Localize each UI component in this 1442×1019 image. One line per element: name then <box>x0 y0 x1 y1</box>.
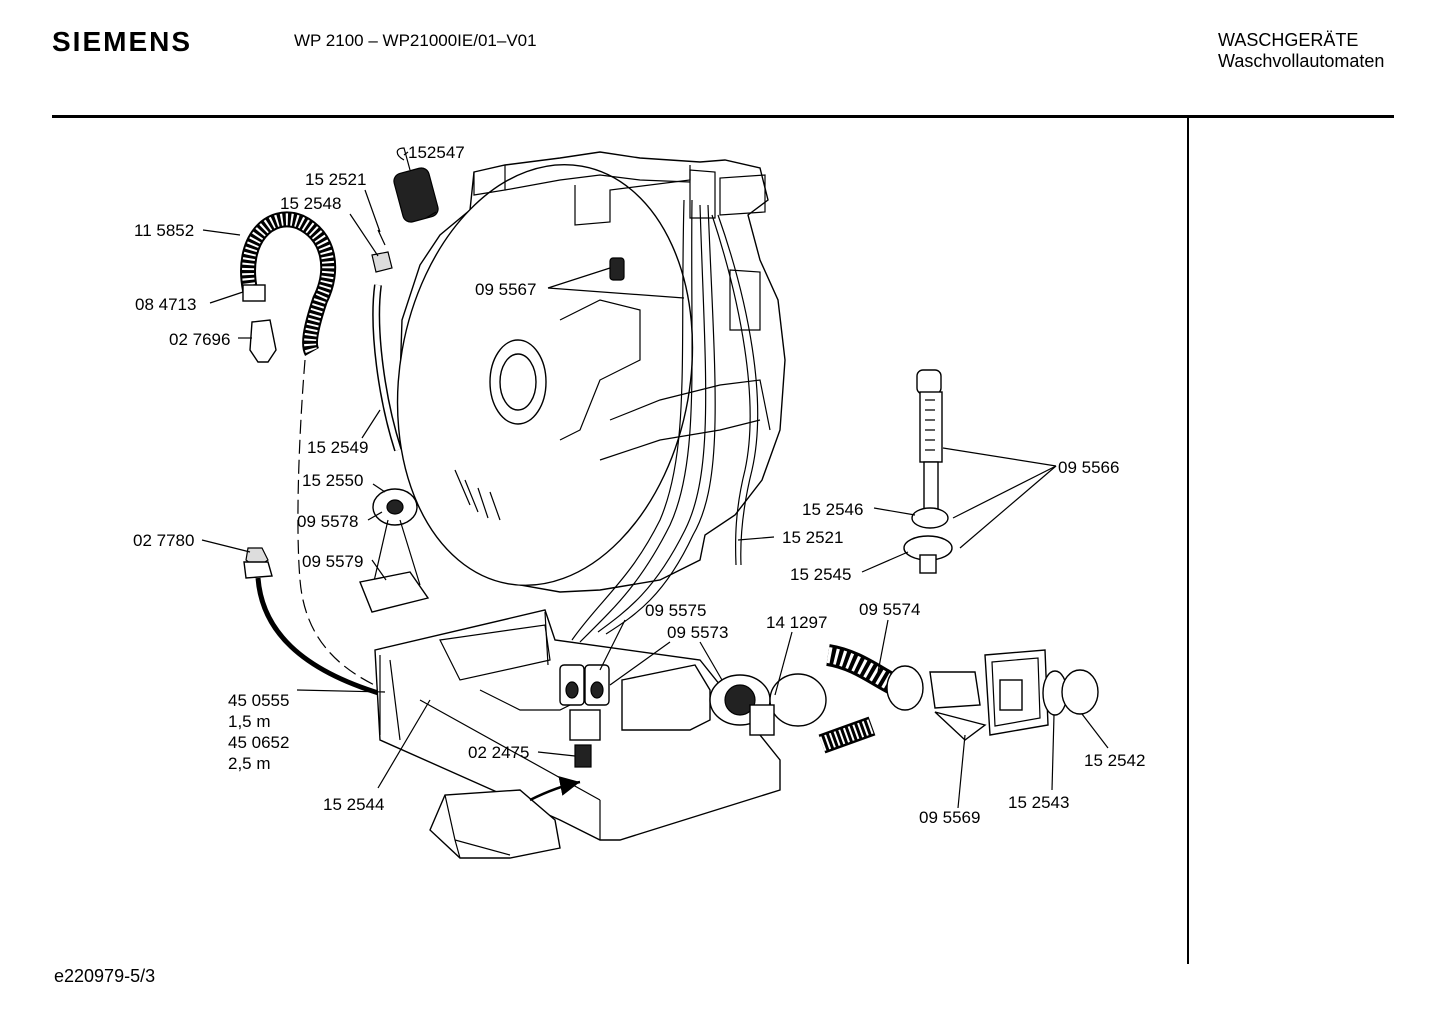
inlet-valves <box>559 664 610 768</box>
label-152521-mid: 15 2521 <box>782 528 843 547</box>
drain-pump <box>621 664 827 736</box>
pressure-hose-assembly <box>371 229 402 452</box>
hose-cap <box>249 319 277 363</box>
label-152544: 15 2544 <box>323 795 384 814</box>
shock-absorber <box>903 369 953 574</box>
label-length-1: 1,5 m <box>228 712 271 731</box>
inlet-hose-assembly <box>243 547 386 698</box>
label-152546: 15 2546 <box>802 500 863 519</box>
header-rule <box>52 115 1394 118</box>
label-095566: 09 5566 <box>1058 458 1119 477</box>
label-095575: 09 5575 <box>645 601 706 620</box>
leader-lines <box>201 151 1109 809</box>
label-450652: 45 0652 <box>228 733 289 752</box>
label-022475: 02 2475 <box>468 743 529 762</box>
label-152548: 15 2548 <box>280 194 341 213</box>
label-115852: 11 5852 <box>134 221 194 240</box>
sump-bellows <box>825 644 981 711</box>
motor-cover <box>429 776 581 859</box>
category-title: WASCHGERÄTE <box>1218 30 1359 50</box>
label-152521-top: 15 2521 <box>305 170 366 189</box>
brand-logo: SIEMENS <box>52 26 193 57</box>
seal-plug <box>609 257 625 281</box>
label-027780: 02 7780 <box>133 531 194 550</box>
heater-element <box>359 488 430 613</box>
drawing-code: e220979-5/3 <box>54 966 156 986</box>
label-095578: 09 5578 <box>297 512 358 531</box>
tub-spring <box>393 147 439 223</box>
label-095567: 09 5567 <box>475 280 536 299</box>
category-subtitle: Waschvollautomaten <box>1218 51 1385 71</box>
label-095569: 09 5569 <box>919 808 980 827</box>
label-141297: 14 1297 <box>766 613 827 632</box>
margin-rule <box>1187 118 1189 964</box>
outlet-hose <box>818 716 876 754</box>
inlet-hoses <box>571 199 759 643</box>
drain-hose <box>240 211 386 691</box>
model-title: WP 2100 – WP21000IE/01–V01 <box>294 31 537 50</box>
label-027696: 02 7696 <box>169 330 230 349</box>
label-152550: 15 2550 <box>302 471 363 490</box>
label-152549: 15 2549 <box>307 438 368 457</box>
label-152543: 15 2543 <box>1008 793 1069 812</box>
label-length-2: 2,5 m <box>228 754 271 773</box>
label-095579: 09 5579 <box>302 552 363 571</box>
label-095574: 09 5574 <box>859 600 920 619</box>
label-152547: 152547 <box>408 143 465 162</box>
label-084713: 08 4713 <box>135 295 196 314</box>
label-152545: 15 2545 <box>790 565 851 584</box>
label-450555: 45 0555 <box>228 691 289 710</box>
label-152542: 15 2542 <box>1084 751 1145 770</box>
lint-filter <box>934 649 1099 741</box>
label-095573: 09 5573 <box>667 623 728 642</box>
